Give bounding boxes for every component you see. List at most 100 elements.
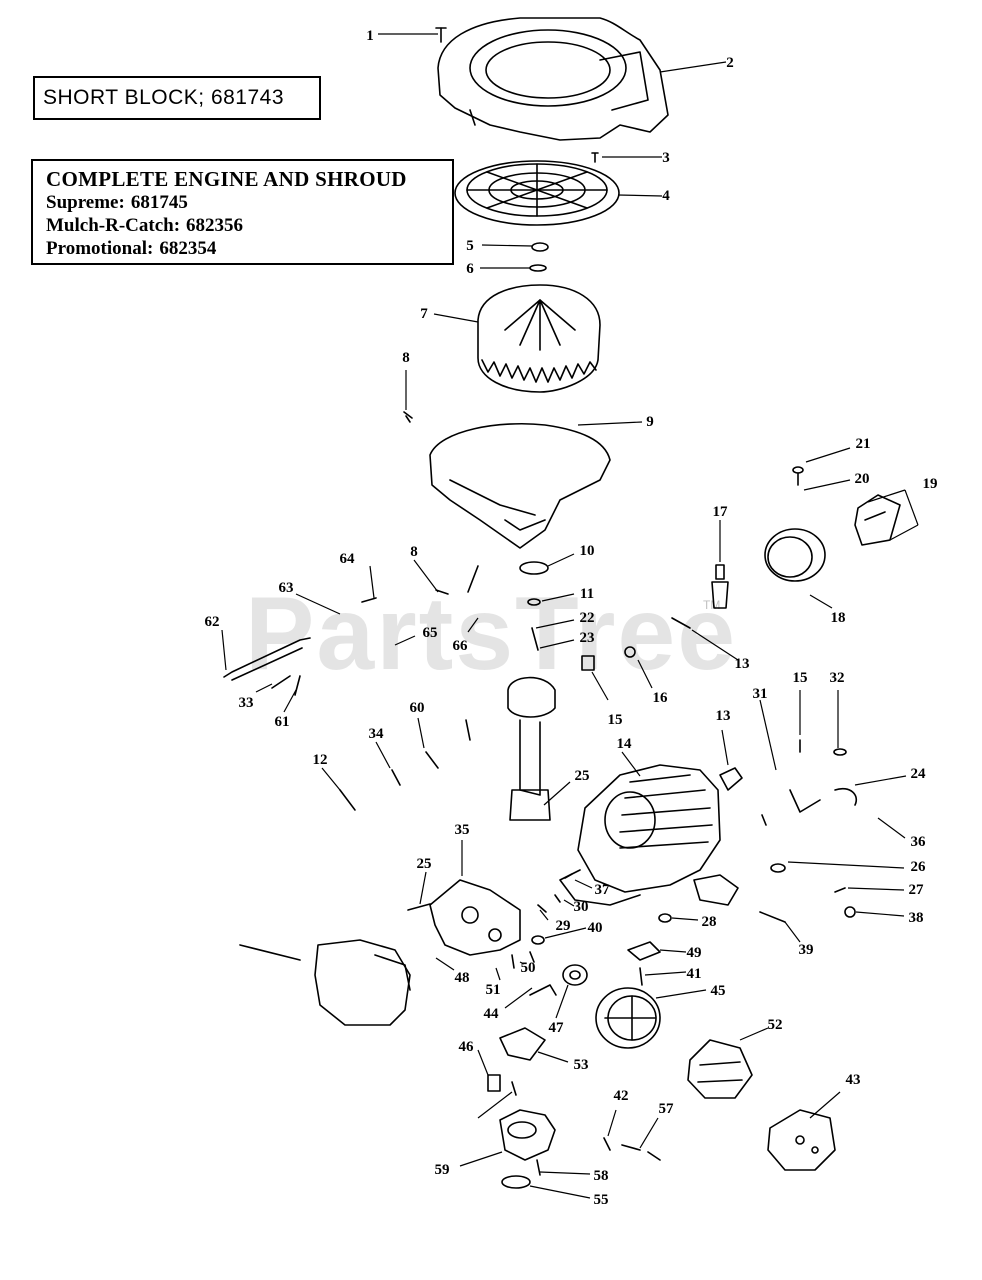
crankshaft — [507, 676, 556, 821]
bolt-40 — [759, 911, 786, 923]
short-block-text: SHORT BLOCK; 681743 — [43, 86, 285, 109]
part-49 — [529, 951, 535, 963]
part-28 — [537, 904, 547, 913]
sump-bracket — [693, 874, 739, 906]
engine-row-supreme: Supreme:681745 — [46, 191, 452, 214]
carburetor — [429, 879, 521, 956]
part-34 — [761, 814, 767, 826]
flywheel — [477, 284, 601, 393]
part-14 — [339, 789, 356, 811]
part-29 — [554, 894, 561, 903]
callout-number: 10 — [580, 543, 595, 559]
callout-number: 19 — [923, 476, 938, 492]
callout-number: 64 — [340, 551, 356, 567]
callout-number: 25 — [417, 856, 432, 872]
callout-number: 17 — [713, 504, 729, 520]
gear-46 — [562, 964, 588, 986]
screw-3 — [591, 152, 599, 163]
callout-number: 53 — [574, 1057, 589, 1073]
callout-number: 62 — [205, 614, 220, 630]
callout-number: 48 — [455, 970, 470, 986]
callout-number: 58 — [594, 1168, 609, 1184]
callout-number: 65 — [423, 625, 438, 641]
callout-number: 39 — [799, 942, 814, 958]
callout-number: 9 — [646, 414, 654, 430]
callout-number: 29 — [556, 918, 571, 934]
fitting-31 — [719, 767, 743, 791]
camshaft — [687, 1039, 753, 1099]
callout-number: 57 — [659, 1101, 675, 1117]
engine-row-mulch-r-catch: Mulch-R-Catch:682356 — [46, 214, 452, 237]
control-linkage — [223, 565, 479, 696]
part-37 — [770, 863, 786, 873]
part-48 — [531, 935, 545, 945]
engine-row-name: Mulch-R-Catch: — [46, 215, 181, 236]
callout-number: 5 — [466, 238, 474, 254]
part-53-b — [511, 1081, 517, 1096]
rewind-starter — [454, 160, 620, 226]
callout-number: 32 — [830, 670, 845, 686]
callout-number: 4 — [662, 188, 670, 204]
callout-number: 34 — [369, 726, 385, 742]
bolt-59 — [536, 1159, 541, 1176]
part-30 — [564, 873, 573, 879]
callout-number: 26 — [911, 859, 927, 875]
spring-53 — [487, 1074, 501, 1092]
oil-sump — [767, 1109, 836, 1171]
part-10 — [519, 561, 549, 575]
complete-engine-box: COMPLETE ENGINE AND SHROUD Supreme:68174… — [31, 159, 454, 265]
bolt-13-right — [671, 617, 691, 629]
part-12 — [391, 769, 401, 786]
callout-number: 13 — [716, 708, 731, 724]
callout-number: 37 — [595, 882, 611, 898]
part-23 — [581, 655, 595, 671]
bolt-26 — [407, 903, 431, 911]
washer-56 — [501, 1175, 531, 1189]
part-50 — [511, 954, 515, 969]
blower-housing — [437, 17, 669, 141]
callout-number: 20 — [855, 471, 870, 487]
part-22 — [531, 627, 539, 651]
callout-number: 7 — [420, 306, 428, 322]
part-57 — [603, 1137, 611, 1151]
part-39 — [844, 906, 856, 918]
nut-5 — [531, 242, 549, 252]
callout-number: 25 — [575, 768, 590, 784]
washer-6 — [529, 264, 547, 272]
callout-number: 8 — [410, 544, 418, 560]
callout-number: 18 — [831, 610, 846, 626]
callout-number: 49 — [687, 945, 702, 961]
part-52 — [499, 1027, 546, 1061]
callout-number: 33 — [239, 695, 254, 711]
callout-number: 11 — [580, 586, 594, 602]
bolt-13-left — [425, 751, 439, 769]
engine-row-value: 682356 — [186, 215, 244, 236]
callout-number: 28 — [702, 914, 717, 930]
part-58 — [621, 1144, 661, 1161]
engine-row-value: 682354 — [159, 238, 217, 259]
callout-number: 23 — [580, 630, 595, 646]
callout-number: 2 — [726, 55, 734, 71]
callout-number: 14 — [617, 736, 633, 752]
part-35 — [789, 789, 821, 813]
callout-number: 38 — [909, 910, 924, 926]
callout-number: 6 — [466, 261, 474, 277]
callout-number: 3 — [662, 150, 670, 166]
callout-number: 27 — [909, 882, 925, 898]
part-36 — [834, 787, 857, 806]
callout-number: 30 — [574, 899, 589, 915]
callout-number: 24 — [911, 766, 927, 782]
engine-cover — [429, 422, 611, 549]
gear-44 — [595, 987, 661, 1049]
part-41 — [627, 941, 661, 961]
callout-number: 46 — [459, 1039, 475, 1055]
bolt-8-top — [403, 411, 413, 423]
callout-number: 15 — [608, 712, 623, 728]
callout-number: 1 — [366, 28, 374, 44]
partstree-watermark: PartsTree — [245, 576, 738, 692]
callout-number: 63 — [279, 580, 294, 596]
callout-number: 16 — [653, 690, 669, 706]
part-15-left — [465, 719, 471, 741]
spark-plug — [711, 564, 729, 609]
engine-row-value: 681745 — [130, 192, 188, 213]
